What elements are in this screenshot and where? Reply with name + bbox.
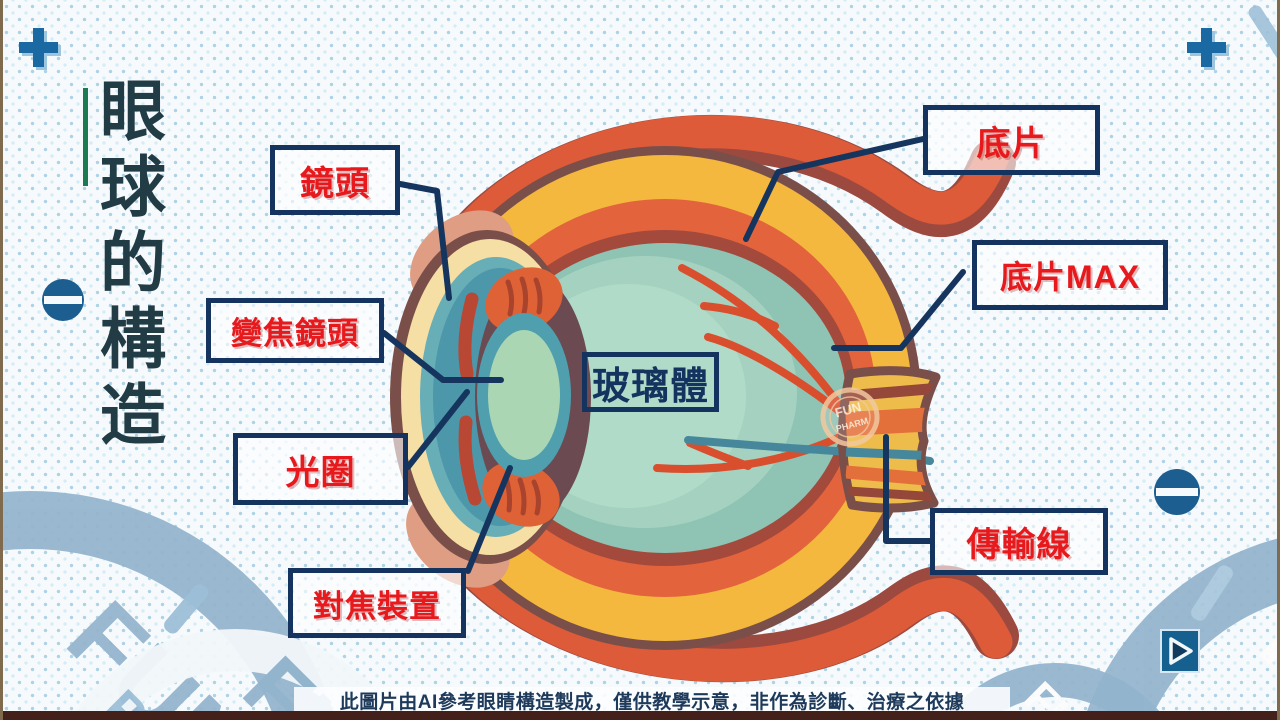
label-aperture: 光圈 [233,433,408,505]
label-zoom-lens: 變焦鏡頭 [206,298,384,363]
disclaimer-text: 此圖片由AI參考眼睛構造製成，僅供教學示意，非作為診斷、治療之依據 [339,691,965,713]
label-lens-text: 鏡頭 [300,164,370,203]
label-cable: 傳輸線 [930,508,1108,575]
right-edge-strip [1277,0,1280,720]
label-zoom-lens-text: 變焦鏡頭 [231,316,359,351]
title-accent-line [83,88,88,186]
label-cable-text: 傳輸線 [966,526,1072,564]
plus-icon [19,28,61,70]
play-icon [1169,637,1193,665]
label-film: 底片 [923,105,1100,175]
disclaimer-bar: 此圖片由AI參考眼睛構造製成，僅供教學示意，非作為診斷、治療之依據 [294,687,1010,713]
play-button[interactable] [1160,629,1200,673]
page-title: 眼球的構造 [91,76,165,456]
minus-circle-icon [1154,469,1200,515]
svg-text:FUN: FUN [833,399,863,420]
connector-lines [381,136,966,574]
plus-icon [1187,28,1229,70]
bottom-strip [0,711,1280,720]
connector-focus-device [465,465,513,574]
left-edge-strip [0,0,3,720]
fun-pharm-stamp: FUN PHARM [820,387,880,447]
label-film-max-text: 底片MAX [999,259,1141,295]
label-film-max: 底片MAX [972,240,1168,310]
connector-aperture [405,389,470,470]
label-vitreous: 玻璃體 [582,352,719,412]
label-lens: 鏡頭 [270,145,400,215]
label-vitreous-text: 玻璃體 [591,365,709,408]
label-aperture-text: 光圈 [285,453,356,492]
connector-film-max [831,269,966,351]
label-film-text: 底片 [976,124,1047,163]
ciliary-body [482,267,563,527]
connector-cable [883,434,933,544]
label-focus-device-text: 對焦裝置 [313,588,441,624]
connector-lens [397,181,452,301]
minus-circle-icon [42,279,84,321]
connector-zoom-lens [381,330,504,383]
optic-nerve [838,366,941,513]
label-focus-device: 對焦裝置 [288,568,466,638]
connector-film [743,136,926,242]
crystalline-lens [477,313,571,477]
